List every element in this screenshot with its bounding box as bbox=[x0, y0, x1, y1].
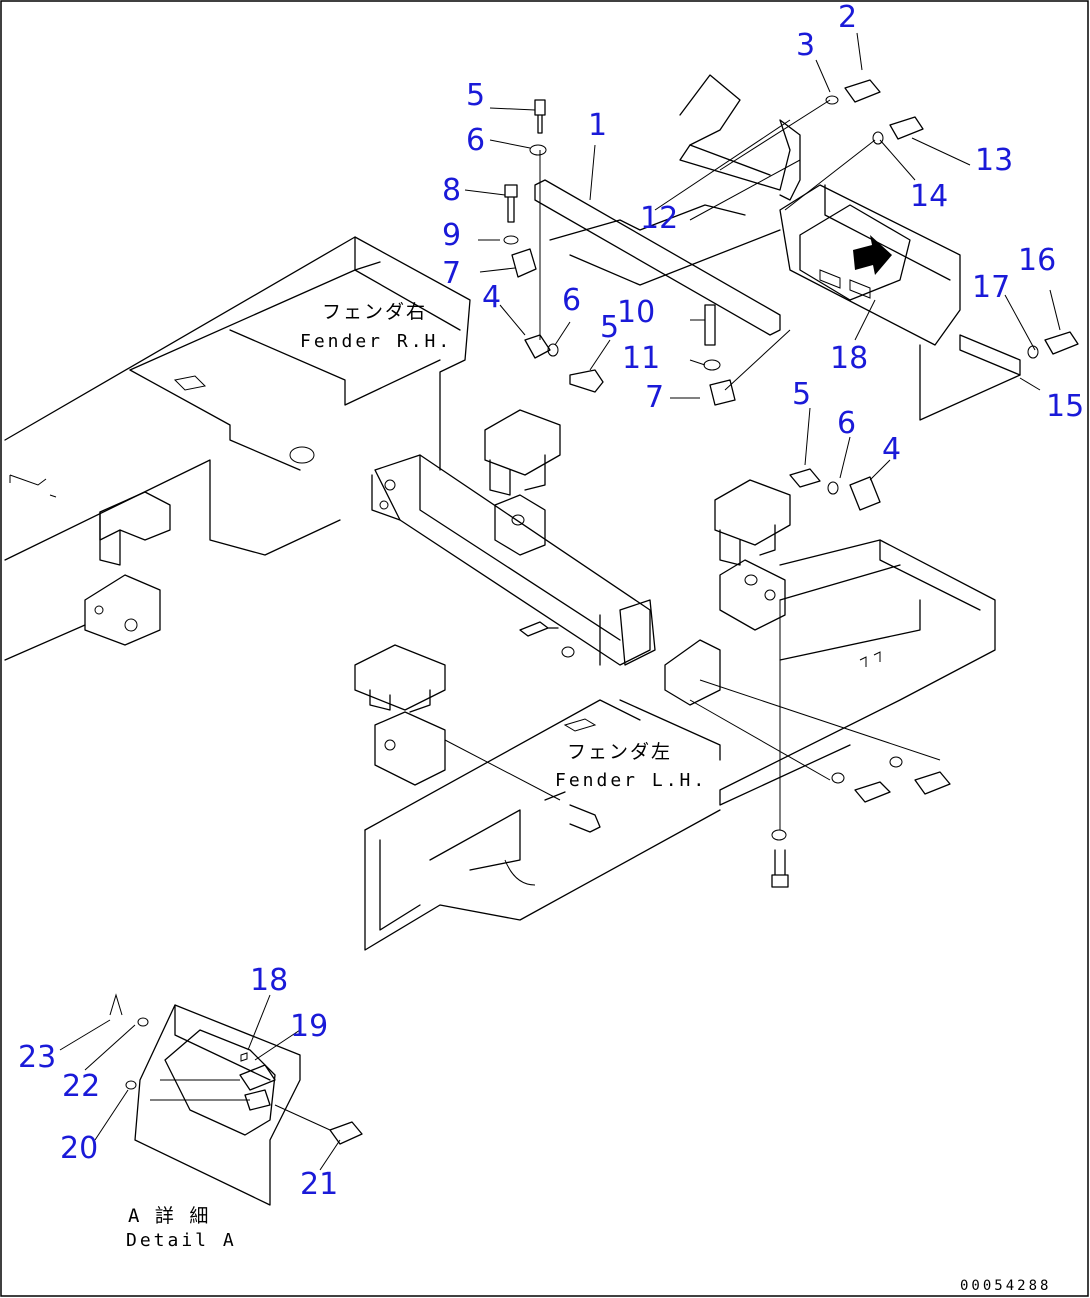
fender-rh-jp-label: フェンダ右 bbox=[322, 301, 427, 323]
fender-lh-jp-label: フェンダ左 bbox=[567, 741, 672, 763]
callout-20: 20 bbox=[60, 1131, 98, 1166]
callout-numbers: 2 3 1 5 6 8 9 7 4 6 5 10 11 7 12 13 14 1… bbox=[18, 0, 1084, 1202]
callout-2: 2 bbox=[838, 0, 857, 35]
detail-a-en-label: Detail A bbox=[126, 1230, 237, 1251]
callout-6b: 6 bbox=[562, 283, 581, 318]
callout-23: 23 bbox=[18, 1040, 56, 1075]
fender-rh-drawing bbox=[4, 236, 471, 661]
callout-4b: 4 bbox=[882, 432, 901, 467]
leader-lines bbox=[59, 32, 1061, 1171]
callout-14: 14 bbox=[910, 179, 948, 214]
callout-11: 11 bbox=[622, 341, 660, 376]
callout-5c: 5 bbox=[792, 377, 811, 412]
callout-18b: 18 bbox=[250, 963, 288, 998]
callout-21: 21 bbox=[300, 1167, 338, 1202]
callout-12: 12 bbox=[640, 201, 678, 236]
fender-lh-drawing bbox=[354, 479, 996, 951]
fasteners-drawing bbox=[444, 600, 951, 888]
callout-13: 13 bbox=[975, 143, 1013, 178]
callout-7: 7 bbox=[442, 256, 461, 291]
detail-a-drawing bbox=[109, 993, 363, 1206]
fender-lh-en-label: Fender L.H. bbox=[555, 770, 707, 791]
callout-22: 22 bbox=[62, 1069, 100, 1104]
callout-17: 17 bbox=[972, 270, 1010, 305]
direction-arrow-icon bbox=[853, 235, 892, 275]
callout-9: 9 bbox=[442, 218, 461, 253]
callout-16: 16 bbox=[1018, 243, 1056, 278]
callout-5: 5 bbox=[466, 78, 485, 113]
callout-19: 19 bbox=[290, 1009, 328, 1044]
callout-15: 15 bbox=[1046, 389, 1084, 424]
callout-5b: 5 bbox=[600, 310, 619, 345]
drawing-code: 00054288 bbox=[960, 1278, 1051, 1294]
callout-4: 4 bbox=[482, 280, 501, 315]
detail-a-jp-label: A 詳 細 bbox=[128, 1205, 210, 1227]
fender-rh-en-label: Fender R.H. bbox=[300, 331, 452, 352]
callout-6c: 6 bbox=[837, 406, 856, 441]
callout-8: 8 bbox=[442, 173, 461, 208]
callout-18: 18 bbox=[830, 341, 868, 376]
callout-1: 1 bbox=[588, 108, 607, 143]
callout-6: 6 bbox=[466, 123, 485, 158]
callout-10: 10 bbox=[617, 295, 655, 330]
cross-tube-drawing bbox=[371, 409, 656, 666]
callout-7b: 7 bbox=[645, 380, 664, 415]
callout-3: 3 bbox=[796, 28, 815, 63]
